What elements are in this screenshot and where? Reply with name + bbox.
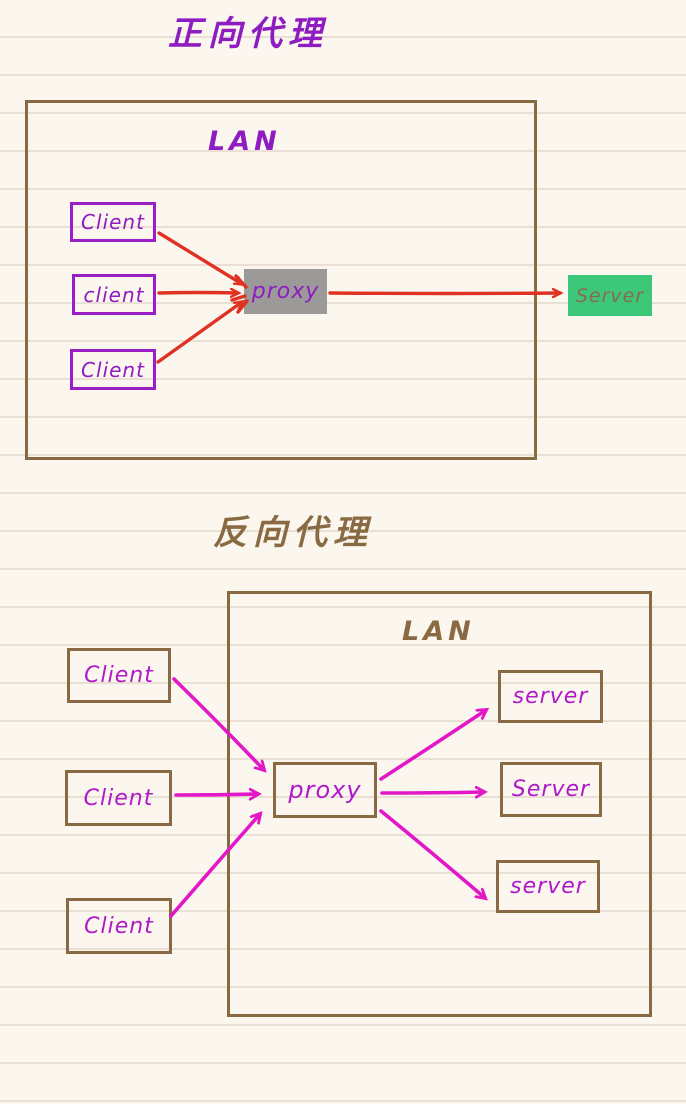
forward-server-box: Server [568, 275, 652, 316]
forward-client-box-3: Client [70, 349, 156, 390]
forward-proxy-box: proxy [244, 269, 327, 314]
reverse-server-box-1: server [498, 670, 603, 723]
forward-lan-box [25, 100, 537, 460]
reverse-server-box-2: Server [500, 762, 602, 817]
forward-client-box-1: Client [70, 202, 156, 242]
reverse-client-box-3: Client [66, 898, 172, 954]
reverse-proxy-box: proxy [273, 762, 377, 818]
reverse-lan-box [227, 591, 652, 1017]
reverse-lan-label: LAN [402, 616, 475, 647]
forward-lan-label: LAN [208, 126, 281, 157]
reverse-proxy-title: 反向代理 [213, 513, 373, 553]
forward-proxy-title: 正向代理 [168, 14, 328, 54]
forward-client-box-2: client [72, 274, 156, 315]
reverse-client-box-2: Client [65, 770, 172, 826]
reverse-server-box-3: server [496, 860, 600, 913]
reverse-client-box-1: Client [67, 648, 171, 703]
